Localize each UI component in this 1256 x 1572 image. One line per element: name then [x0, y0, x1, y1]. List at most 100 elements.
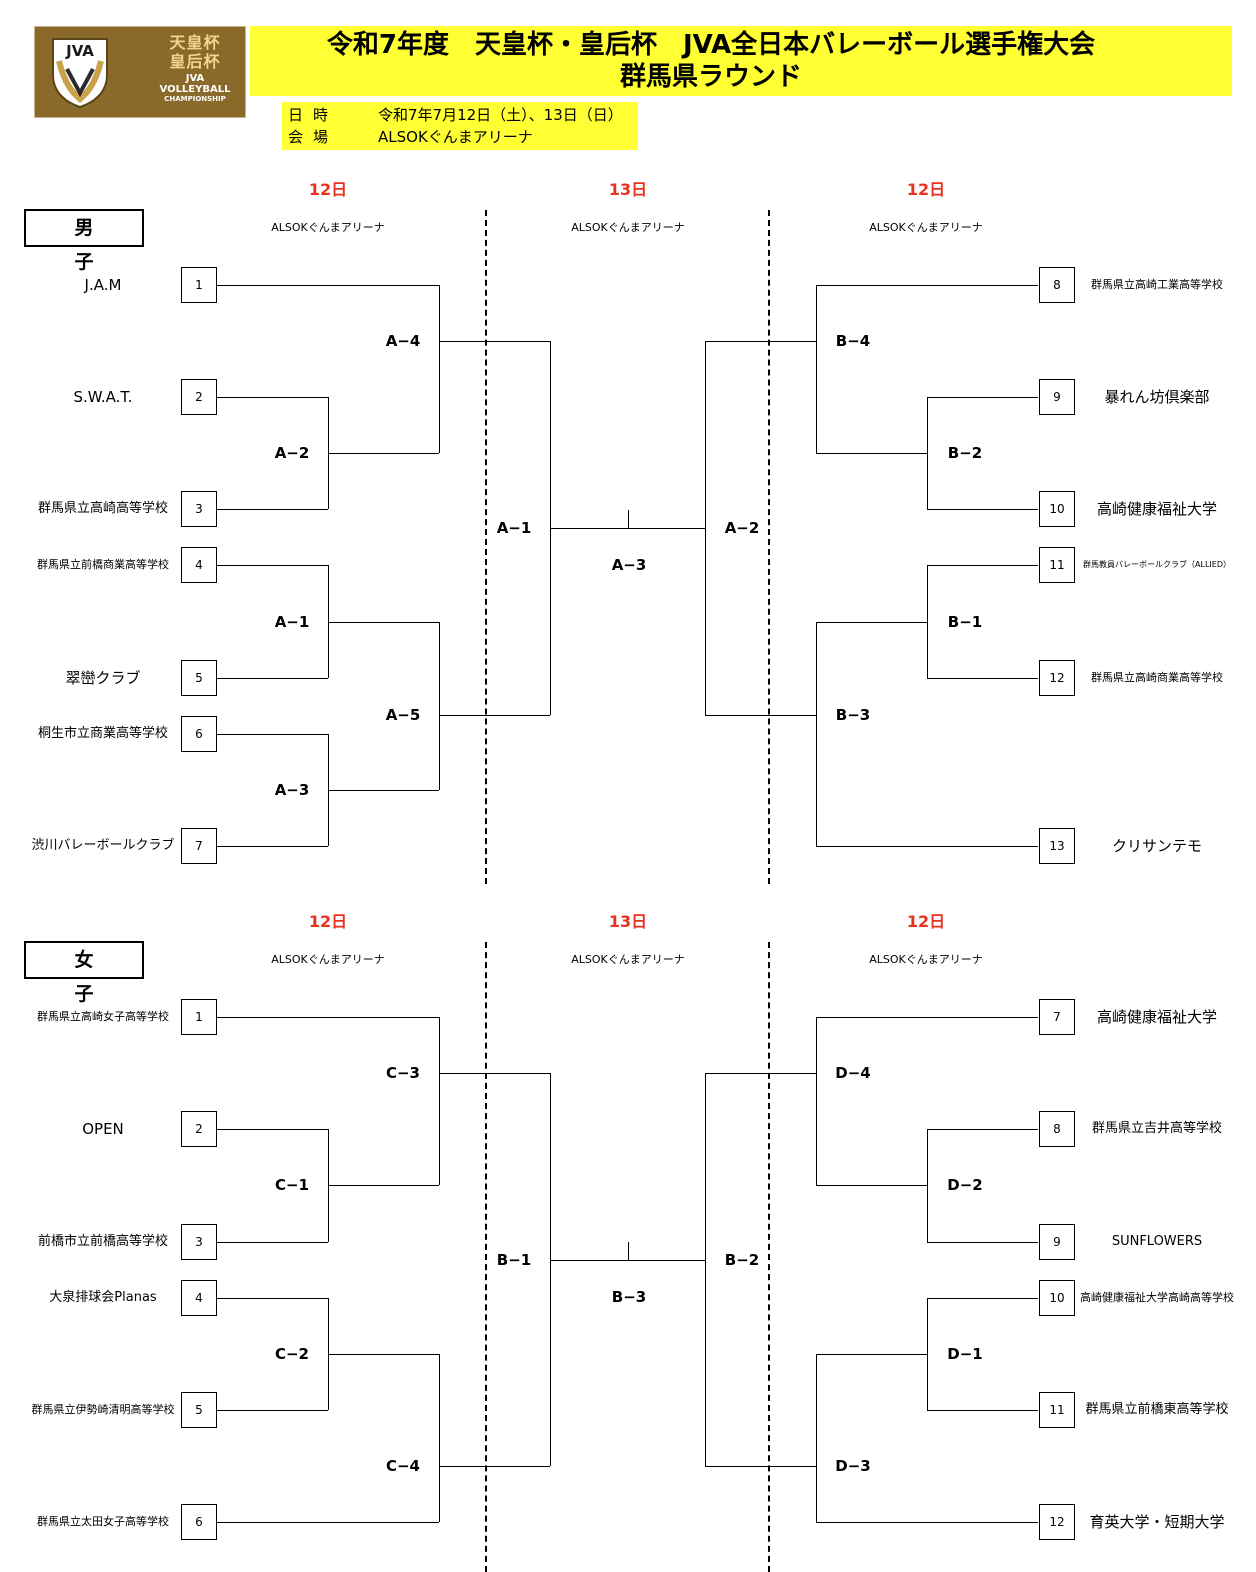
seed-box: 2	[181, 379, 217, 415]
team-name: 暴れん坊倶楽部	[1104, 388, 1210, 406]
match-label: A−3	[611, 556, 647, 574]
day-label: 13日	[608, 912, 648, 931]
bracket-line	[705, 1466, 816, 1467]
bracket-line	[439, 285, 440, 453]
seed-box: 11	[1039, 1392, 1075, 1428]
seed-box: 5	[181, 1392, 217, 1428]
bracket-line	[705, 341, 706, 715]
bracket-line	[816, 622, 817, 846]
team-name: 群馬県立高崎商業高等学校	[1091, 671, 1223, 684]
seed-box: 10	[1039, 1280, 1075, 1316]
bracket-line	[328, 1185, 439, 1186]
bracket-line	[816, 285, 817, 453]
day-divider	[768, 210, 770, 884]
bracket-line	[927, 1410, 1038, 1411]
team-name: 群馬県立前橋東高等学校	[1085, 1402, 1229, 1417]
title-banner: 令和7年度 天皇杯・皇后杯 JVA全日本バレーボール選手権大会 群馬県ラウンド	[250, 26, 1232, 96]
day-divider	[485, 942, 487, 1572]
match-label: B−1	[496, 1251, 532, 1269]
seed-box: 7	[181, 828, 217, 864]
bracket-line	[705, 341, 816, 342]
section-title: 女 子	[24, 941, 144, 1005]
venue-label: ALSOKぐんまアリーナ	[571, 221, 685, 234]
match-label: B−2	[724, 1251, 760, 1269]
match-label: B−2	[947, 444, 983, 462]
team-name: 高崎健康福祉大学	[1096, 1008, 1217, 1026]
seed-box: 8	[1039, 267, 1075, 303]
match-label: D−1	[947, 1345, 983, 1363]
team-name: 高崎健康福祉大学高崎高等学校	[1080, 1291, 1234, 1304]
seed-box: 6	[181, 1504, 217, 1540]
logo-line: JVA	[185, 73, 205, 84]
bracket-line	[439, 715, 550, 716]
venue-label: ALSOKぐんまアリーナ	[869, 221, 983, 234]
bracket-line	[927, 397, 1038, 398]
seed-box: 8	[1039, 1111, 1075, 1147]
bracket-line	[328, 453, 439, 454]
seed-box: 9	[1039, 1224, 1075, 1260]
day-label: 12日	[308, 912, 348, 931]
team-name: OPEN	[82, 1120, 124, 1138]
bracket-line	[217, 1522, 439, 1523]
bracket-line	[816, 1522, 1038, 1523]
match-label: D−4	[835, 1064, 871, 1082]
team-name: S.W.A.T.	[73, 388, 133, 406]
seed-box: 1	[181, 267, 217, 303]
bracket-line	[816, 453, 927, 454]
team-name: 育英大学・短期大学	[1089, 1513, 1225, 1531]
day-divider	[485, 210, 487, 884]
bracket-line	[217, 1017, 439, 1018]
day-label: 13日	[608, 180, 648, 199]
seed-box: 1	[181, 999, 217, 1035]
bracket-line	[816, 1354, 817, 1522]
bracket-line	[705, 1073, 816, 1074]
bracket-line	[550, 1260, 705, 1261]
logo-wordmark: 天皇杯 皇后杯 JVA VOLLEYBALL CHAMPIONSHIP	[149, 33, 241, 104]
match-label: D−2	[947, 1176, 983, 1194]
bracket-line	[927, 1298, 928, 1410]
seed-box: 4	[181, 1280, 217, 1316]
match-label: A−4	[385, 332, 421, 350]
info-value: 令和7年7月12日（土）、13日（日）	[378, 106, 623, 124]
seed-box: 12	[1039, 1504, 1075, 1540]
team-name: 高崎健康福祉大学	[1096, 500, 1217, 518]
team-name: 桐生市立商業高等学校	[37, 726, 168, 741]
bracket-line	[927, 1129, 1038, 1130]
seed-box: 11	[1039, 547, 1075, 583]
bracket-line	[816, 1185, 927, 1186]
team-name: 渋川バレーボールクラブ	[31, 838, 175, 853]
venue-label: ALSOKぐんまアリーナ	[271, 953, 385, 966]
bracket-line	[816, 1017, 817, 1185]
page-title: 令和7年度 天皇杯・皇后杯 JVA全日本バレーボール選手権大会	[326, 30, 1096, 60]
match-label: C−3	[385, 1064, 420, 1082]
seed-box: 7	[1039, 999, 1075, 1035]
bracket-line	[439, 1354, 440, 1522]
bracket-line	[217, 285, 439, 286]
logo-line: 皇后杯	[169, 52, 221, 71]
logo-line: VOLLEYBALL	[159, 84, 231, 95]
bracket-line	[816, 285, 1038, 286]
team-name: 翠巒クラブ	[65, 669, 141, 687]
day-divider	[768, 942, 770, 1572]
bracket-line	[328, 622, 439, 623]
seed-box: 10	[1039, 491, 1075, 527]
bracket-line	[927, 1298, 1038, 1299]
match-label: B−3	[835, 706, 871, 724]
bracket-line	[439, 1466, 550, 1467]
bracket-line	[816, 846, 1038, 847]
team-name: クリサンテモ	[1111, 837, 1202, 855]
match-label: A−5	[385, 706, 421, 724]
svg-text:JVA: JVA	[65, 42, 94, 60]
seed-box: 9	[1039, 379, 1075, 415]
team-name: 群馬県立高崎高等学校	[37, 501, 168, 516]
logo-line: 天皇杯	[169, 33, 221, 52]
match-label: D−3	[835, 1457, 871, 1475]
bracket-line	[705, 1073, 706, 1466]
day-label: 12日	[308, 180, 348, 199]
seed-box: 3	[181, 1224, 217, 1260]
bracket-line	[217, 734, 328, 735]
seed-box: 6	[181, 716, 217, 752]
seed-box: 2	[181, 1111, 217, 1147]
team-name: 群馬県立太田女子高等学校	[37, 1515, 169, 1528]
